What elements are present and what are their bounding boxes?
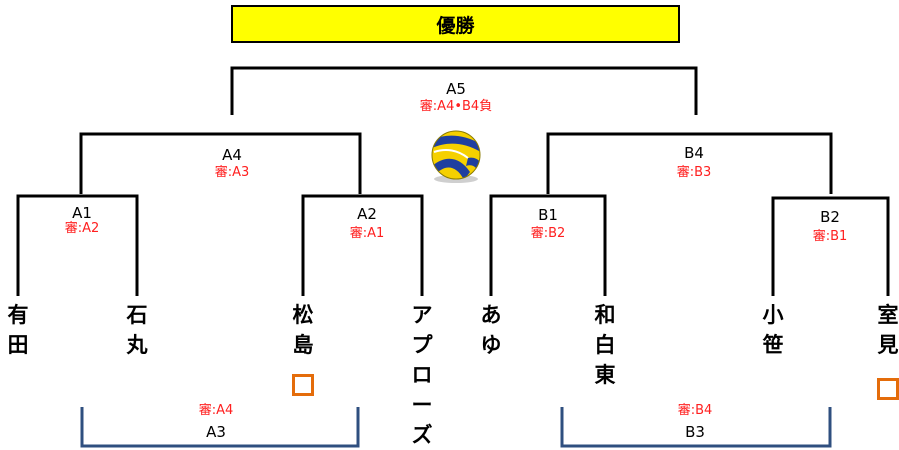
b2-connector: [771, 196, 890, 296]
team-name: 小笹: [762, 303, 784, 357]
match-label-b3: B3: [685, 423, 705, 441]
b1-connector: [489, 194, 607, 296]
match-label-a3: A3: [206, 423, 226, 441]
a4-connector: [79, 132, 362, 194]
referee-label-b2: 審:B1: [812, 229, 848, 244]
match-label-a2: A2: [357, 205, 377, 223]
referee-label-a5: 審:A4•B4負: [419, 99, 493, 114]
team-name: 和白東: [594, 303, 616, 387]
winner-box: 優勝: [231, 5, 680, 43]
match-label-b4: B4: [684, 144, 704, 162]
referee-label-a4: 審:A3: [214, 165, 250, 180]
team-name: アプローズ: [411, 303, 433, 447]
team-name: 石丸: [126, 303, 148, 357]
final-connector: [230, 66, 698, 115]
match-label-b1: B1: [538, 206, 558, 224]
referee-label-b3: 審:B4: [677, 403, 713, 418]
match-label-b2: B2: [820, 208, 840, 226]
match-label-a4: A4: [222, 146, 242, 164]
referee-label-b1: 審:B2: [530, 226, 566, 241]
volleyball-icon: [431, 130, 481, 183]
referee-label-b4: 審:B3: [676, 165, 712, 180]
match-label-a5: A5: [446, 80, 466, 98]
match-label-a1: A1: [72, 204, 92, 222]
team-name: 松島: [292, 303, 314, 357]
team-name: 有田: [7, 303, 29, 357]
b3-bracket: [560, 407, 832, 448]
b4-connector: [546, 132, 833, 194]
team-name: あゆ: [480, 303, 502, 357]
referee-label-a3: 審:A4: [198, 403, 234, 418]
square-marker-icon: [877, 378, 899, 400]
a3-bracket: [80, 407, 360, 448]
team-name: 室見: [877, 303, 899, 357]
square-marker-icon: [292, 374, 314, 396]
referee-label-a1: 審:A2: [64, 221, 100, 236]
a1-connector: [16, 194, 139, 296]
referee-label-a2: 審:A1: [349, 226, 385, 241]
a2-connector: [301, 194, 424, 296]
